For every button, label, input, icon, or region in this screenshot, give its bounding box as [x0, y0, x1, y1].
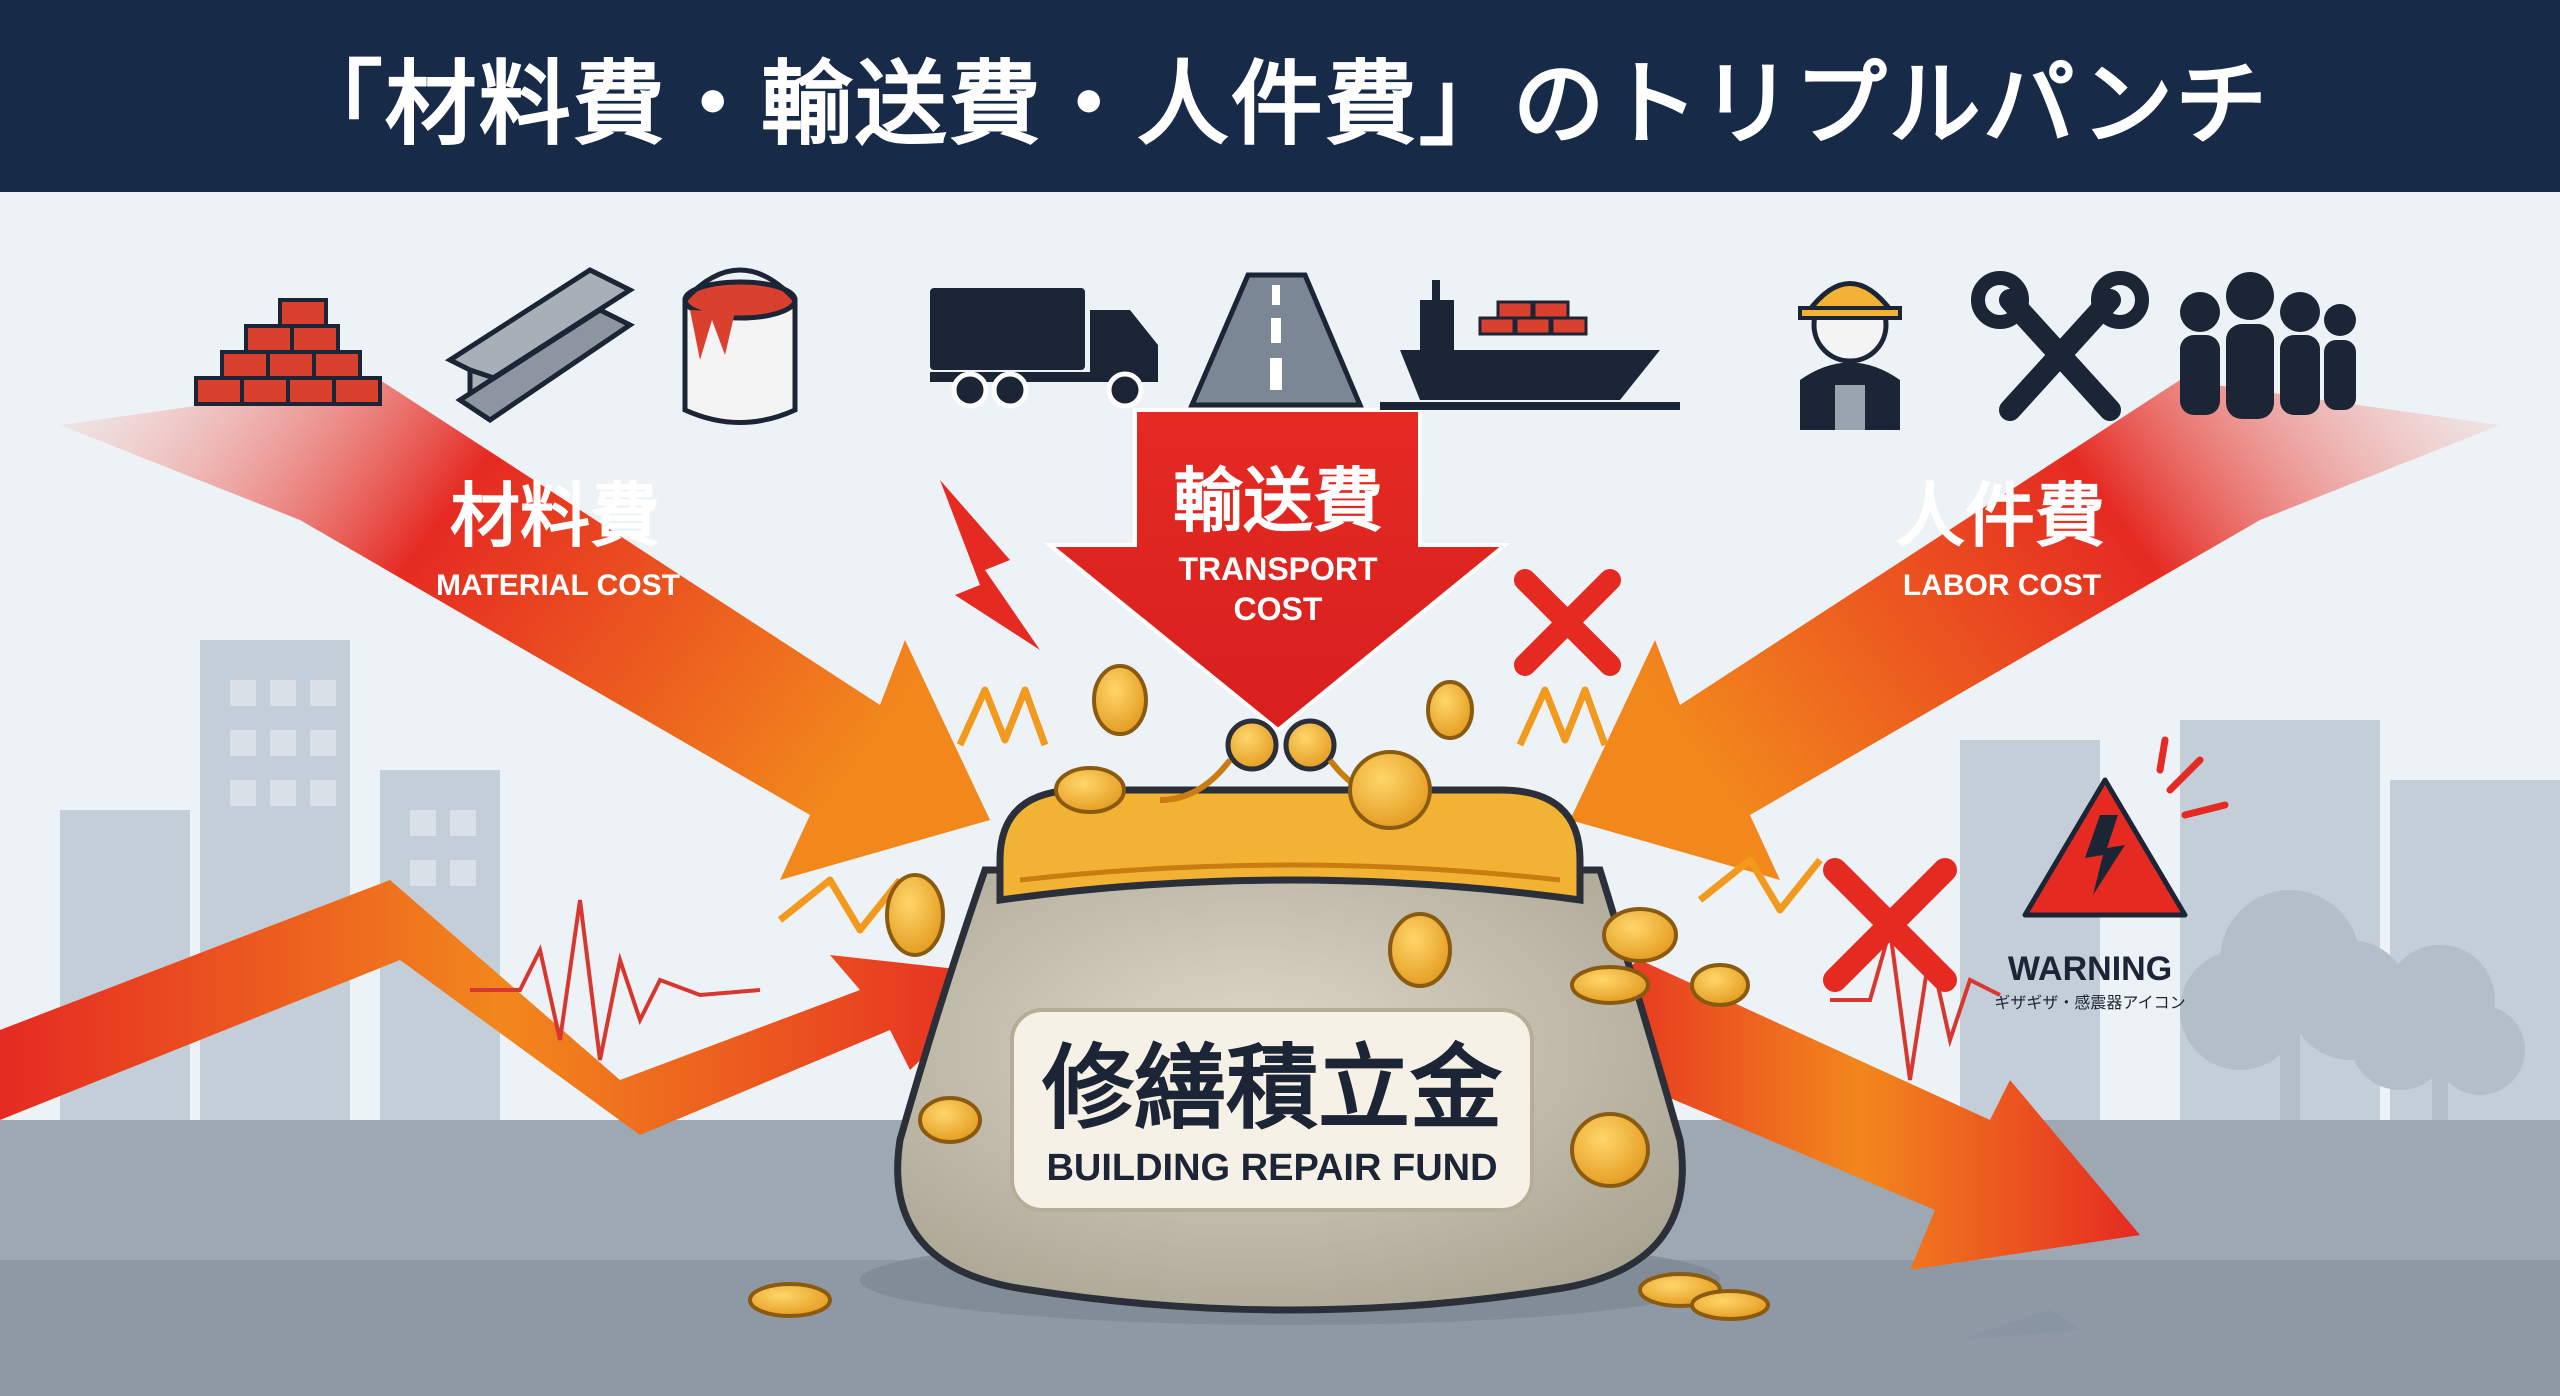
spark-burst [777, 686, 1823, 934]
seismic-wave-left [470, 899, 761, 1061]
cargo-ship-icon [1380, 280, 1680, 410]
fund-label-plate [1010, 1008, 1534, 1212]
brick-wall-icon [194, 298, 382, 406]
seismic-wave-right [1830, 929, 2001, 1081]
wrench-icon [1971, 271, 2149, 421]
title-bar: 「材料費・輸送費・人件費」のトリプルパンチ [0, 0, 2560, 192]
road-icon [1188, 272, 1364, 408]
page-title: 「材料費・輸送費・人件費」のトリプルパンチ [290, 50, 2270, 158]
tree-icon [2180, 890, 2525, 1130]
material-cost-label-en: MATERIAL COST [436, 569, 680, 602]
transport-cost-label-en-line1: TRANSPORT [1178, 551, 1378, 587]
labor-cost-arrow [1570, 380, 2500, 880]
warning-sign-icon [2022, 736, 2229, 918]
labor-cost-label-en: LABOR COST [1903, 569, 2101, 602]
purse-clasp [1283, 718, 1337, 772]
material-cost-arrow [60, 380, 990, 880]
steel-beam-icon [444, 267, 636, 424]
warning-label: WARNING [2008, 950, 2172, 988]
gold-coin-icon [748, 664, 1770, 1321]
warning-sublabel: ギザギザ・感震器アイコン [1994, 993, 2185, 1012]
material-cost-label-jp: 材料費 [450, 475, 660, 557]
transport-cost-label-en-line2: COST [1234, 591, 1323, 627]
x-mark-icon [1823, 858, 1957, 992]
transport-cost-label-jp: 輸送費 [1173, 460, 1383, 542]
truck-icon [930, 288, 1158, 409]
transport-cost-arrow [1044, 408, 1511, 733]
labor-cost-label-jp: 人件費 [1895, 475, 2105, 557]
downward-arrow-right [1580, 960, 2140, 1270]
construction-worker-icon [1798, 281, 1902, 430]
x-mark-icon [1514, 569, 1621, 676]
group-of-people-icon [2180, 272, 2356, 419]
illustration-scene: 材料費 MATERIAL COST 輸送費 TRANSPORT COST 人件費… [0, 192, 2560, 1396]
fund-label-jp: 修繕積立金 [1042, 1035, 1503, 1142]
repair-fund-purse [860, 718, 1720, 1325]
purse-clasp [1225, 718, 1279, 772]
falling-zigzag-arrow [0, 880, 1010, 1135]
lightning-bolt [940, 480, 1040, 650]
fund-label-en: BUILDING REPAIR FUND [1046, 1147, 1497, 1189]
paint-bucket-icon [682, 267, 798, 425]
